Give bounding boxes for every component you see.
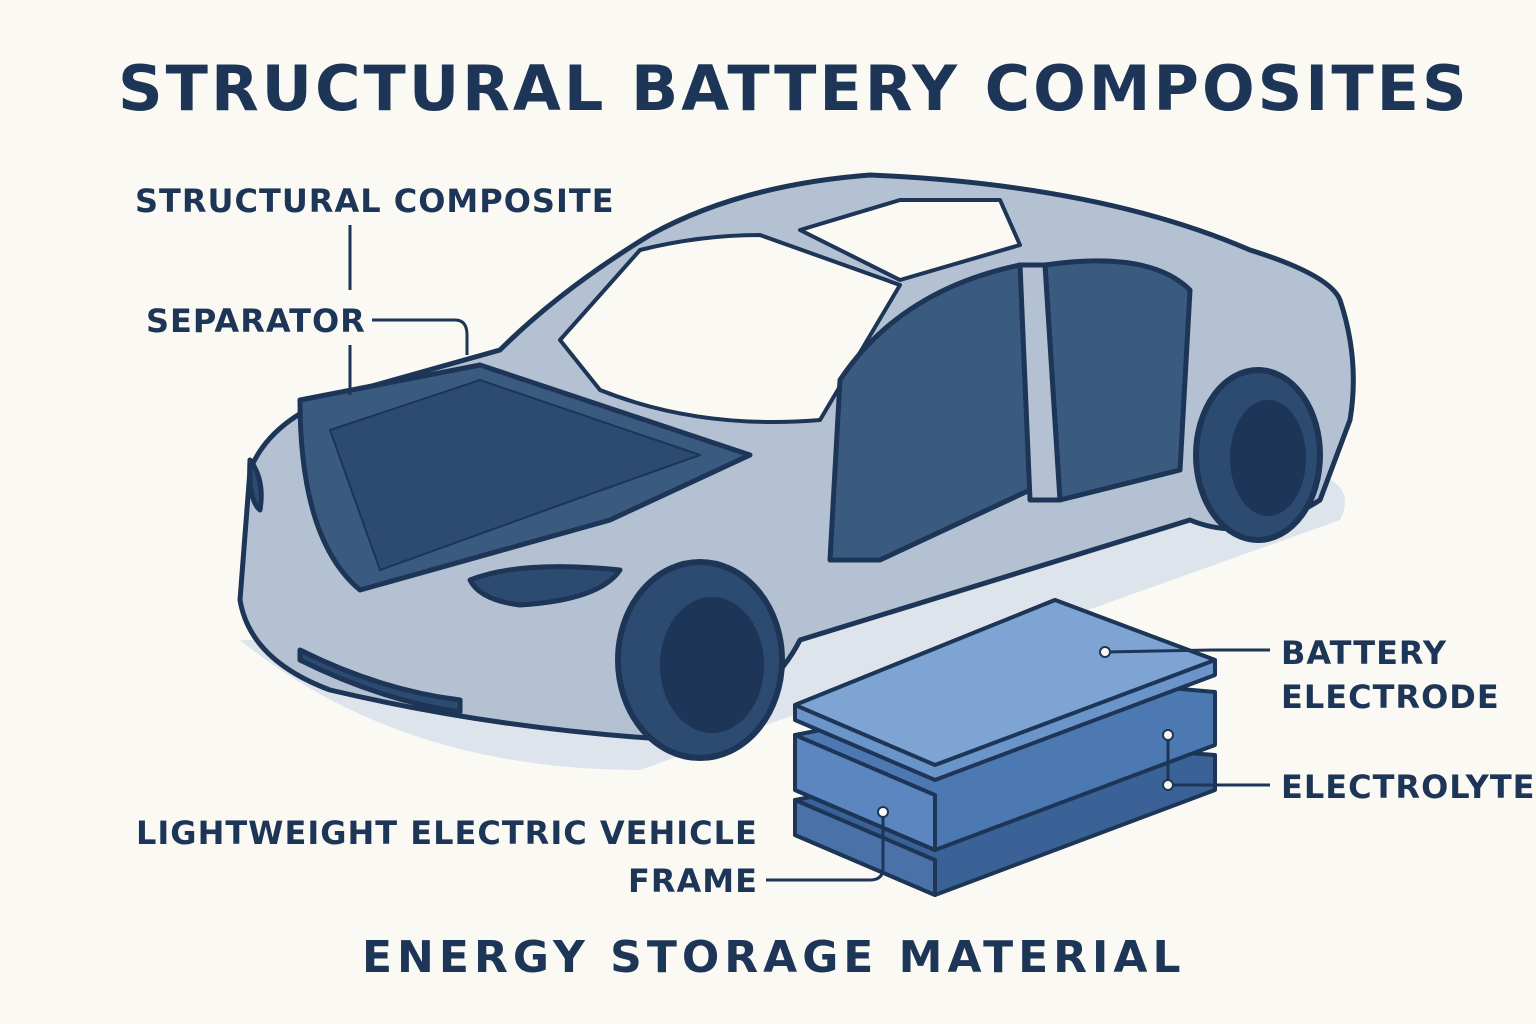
label-electrolyte: ELECTROLYTE — [1281, 768, 1536, 806]
label-frame-2: FRAME — [628, 862, 758, 900]
front-wheel — [615, 559, 785, 761]
label-separator: SEPARATOR — [146, 302, 366, 340]
rear-wheel — [1193, 367, 1323, 543]
car-body — [237, 172, 1356, 743]
leader-dots — [877, 646, 1174, 818]
label-battery-electrode-2: ELECTRODE — [1281, 678, 1500, 716]
label-battery-electrode-1: BATTERY — [1281, 634, 1447, 672]
battery-stack — [793, 598, 1217, 897]
footer-caption: ENERGY STORAGE MATERIAL — [362, 932, 1186, 983]
leader-lines — [348, 225, 1270, 882]
label-frame-1: LIGHTWEIGHT ELECTRIC VEHICLE — [136, 814, 758, 852]
page-title: STRUCTURAL BATTERY COMPOSITES — [118, 52, 1470, 125]
label-structural-composite: STRUCTURAL COMPOSITE — [135, 182, 615, 220]
